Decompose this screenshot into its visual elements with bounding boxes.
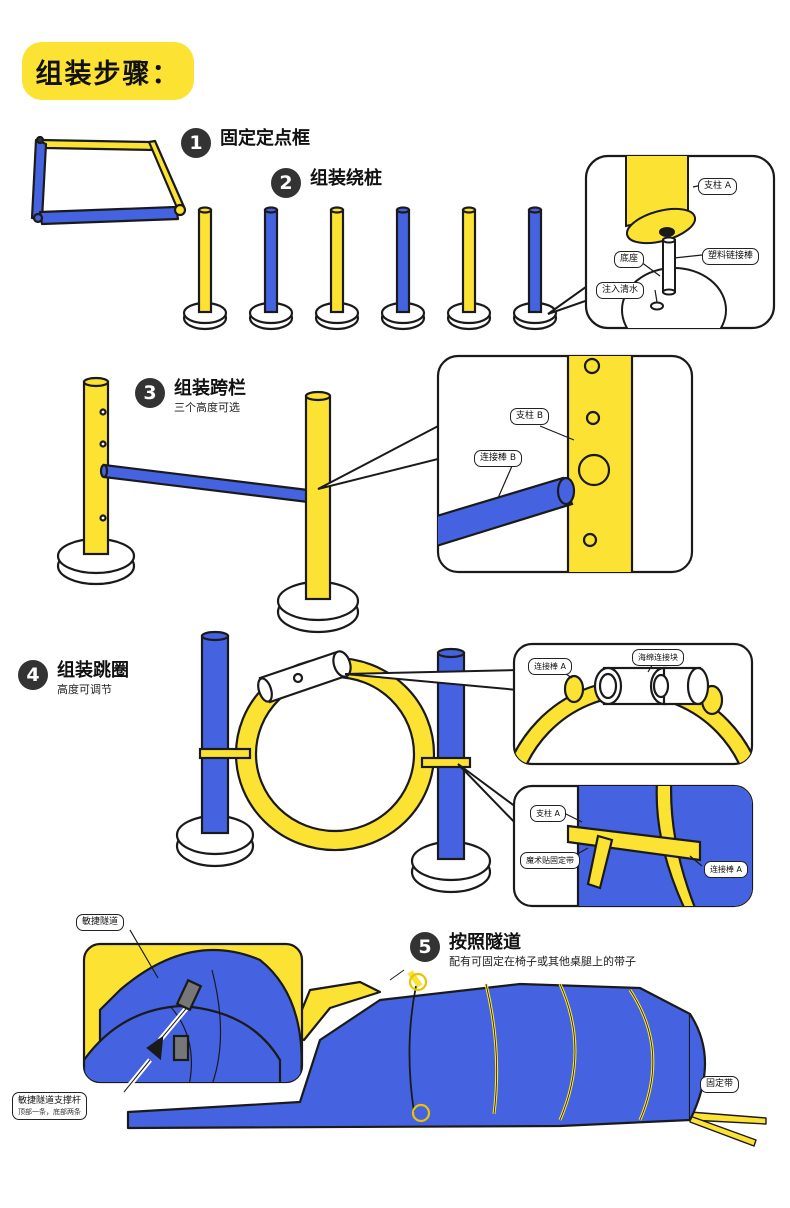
label-sponge-block: 海绵连接块 <box>632 649 684 666</box>
pole-2 <box>248 206 294 331</box>
step-title: 固定定点框 <box>220 128 310 149</box>
step-5-label: 5 按照隧道 配有可固定在椅子或其他桌腿上的带子 <box>410 932 636 969</box>
label-plastic-rod: 塑料链接棒 <box>702 248 760 265</box>
step-2-label: 2 组装绕桩 <box>271 168 382 198</box>
hurdle-right-post <box>276 390 360 634</box>
hoop-left-post <box>175 630 255 868</box>
step-title: 组装跳圈 <box>57 660 129 681</box>
label-pillar-a: 支柱 A <box>698 178 738 195</box>
step-subtitle: 三个高度可选 <box>174 401 240 414</box>
step-title: 按照隧道 <box>449 932 521 953</box>
step-title: 组装绕桩 <box>310 168 382 189</box>
pole-5 <box>446 206 492 331</box>
label-rod-a: 连接棒 A <box>528 658 573 675</box>
step-subtitle: 配有可固定在椅子或其他桌腿上的带子 <box>449 955 636 968</box>
step-3-label: 3 组装跨栏 三个高度可选 <box>135 378 246 415</box>
detail-callout-hurdle <box>436 354 694 574</box>
pole-6 <box>512 206 558 331</box>
step-subtitle: 高度可调节 <box>57 683 112 696</box>
label-pillar-a: 支柱 A <box>530 805 567 822</box>
hoop-right-post <box>410 647 492 894</box>
step-number: 2 <box>271 168 301 198</box>
step-number: 3 <box>135 378 165 408</box>
label-tunnel-support: 敏捷隧道支撑杆 顶部一条，底部两条 <box>12 1092 88 1120</box>
step-number: 1 <box>181 128 211 158</box>
pole-4 <box>380 206 426 331</box>
step-4-label: 4 组装跳圈 高度可调节 <box>18 660 129 697</box>
hurdle-illustration <box>56 376 360 634</box>
label-agility-tunnel: 敏捷隧道 <box>76 914 125 931</box>
label-velcro-strap: 魔术贴固定带 <box>520 852 580 869</box>
pole-1 <box>182 206 228 331</box>
sponge-connector <box>257 650 352 704</box>
label-rod-a: 连接棒 A <box>704 861 749 878</box>
detail-callout-hoop-strap <box>512 784 754 908</box>
support-title: 敏捷隧道支撑杆 <box>18 1096 82 1106</box>
label-pillar-b: 支柱 B <box>510 408 550 425</box>
page-title: 组装步骤： <box>35 58 181 90</box>
hoop-illustration <box>175 630 492 894</box>
detail-callout-hoop-connector <box>512 642 754 766</box>
detail-callout-tunnel <box>82 929 304 1084</box>
hurdle-left-post <box>56 376 136 586</box>
pole-3 <box>314 206 360 331</box>
support-note: 顶部一条，底部两条 <box>18 1108 81 1116</box>
label-fill-water: 注入清水 <box>596 282 645 299</box>
weave-poles-illustration <box>182 206 558 331</box>
step-number: 5 <box>410 932 440 962</box>
tunnel-illustration <box>126 969 767 1147</box>
label-base: 底座 <box>614 251 645 268</box>
frame-illustration <box>30 135 187 226</box>
page-title-badge: 组装步骤： <box>22 42 194 100</box>
label-rod-b: 连接棒 B <box>474 450 523 467</box>
label-fixing-strap: 固定带 <box>700 1076 740 1093</box>
step-title: 组装跨栏 <box>174 378 246 399</box>
detail-callout-base <box>584 154 776 330</box>
step-number: 4 <box>18 660 48 690</box>
step-1-label: 1 固定定点框 <box>181 128 310 158</box>
